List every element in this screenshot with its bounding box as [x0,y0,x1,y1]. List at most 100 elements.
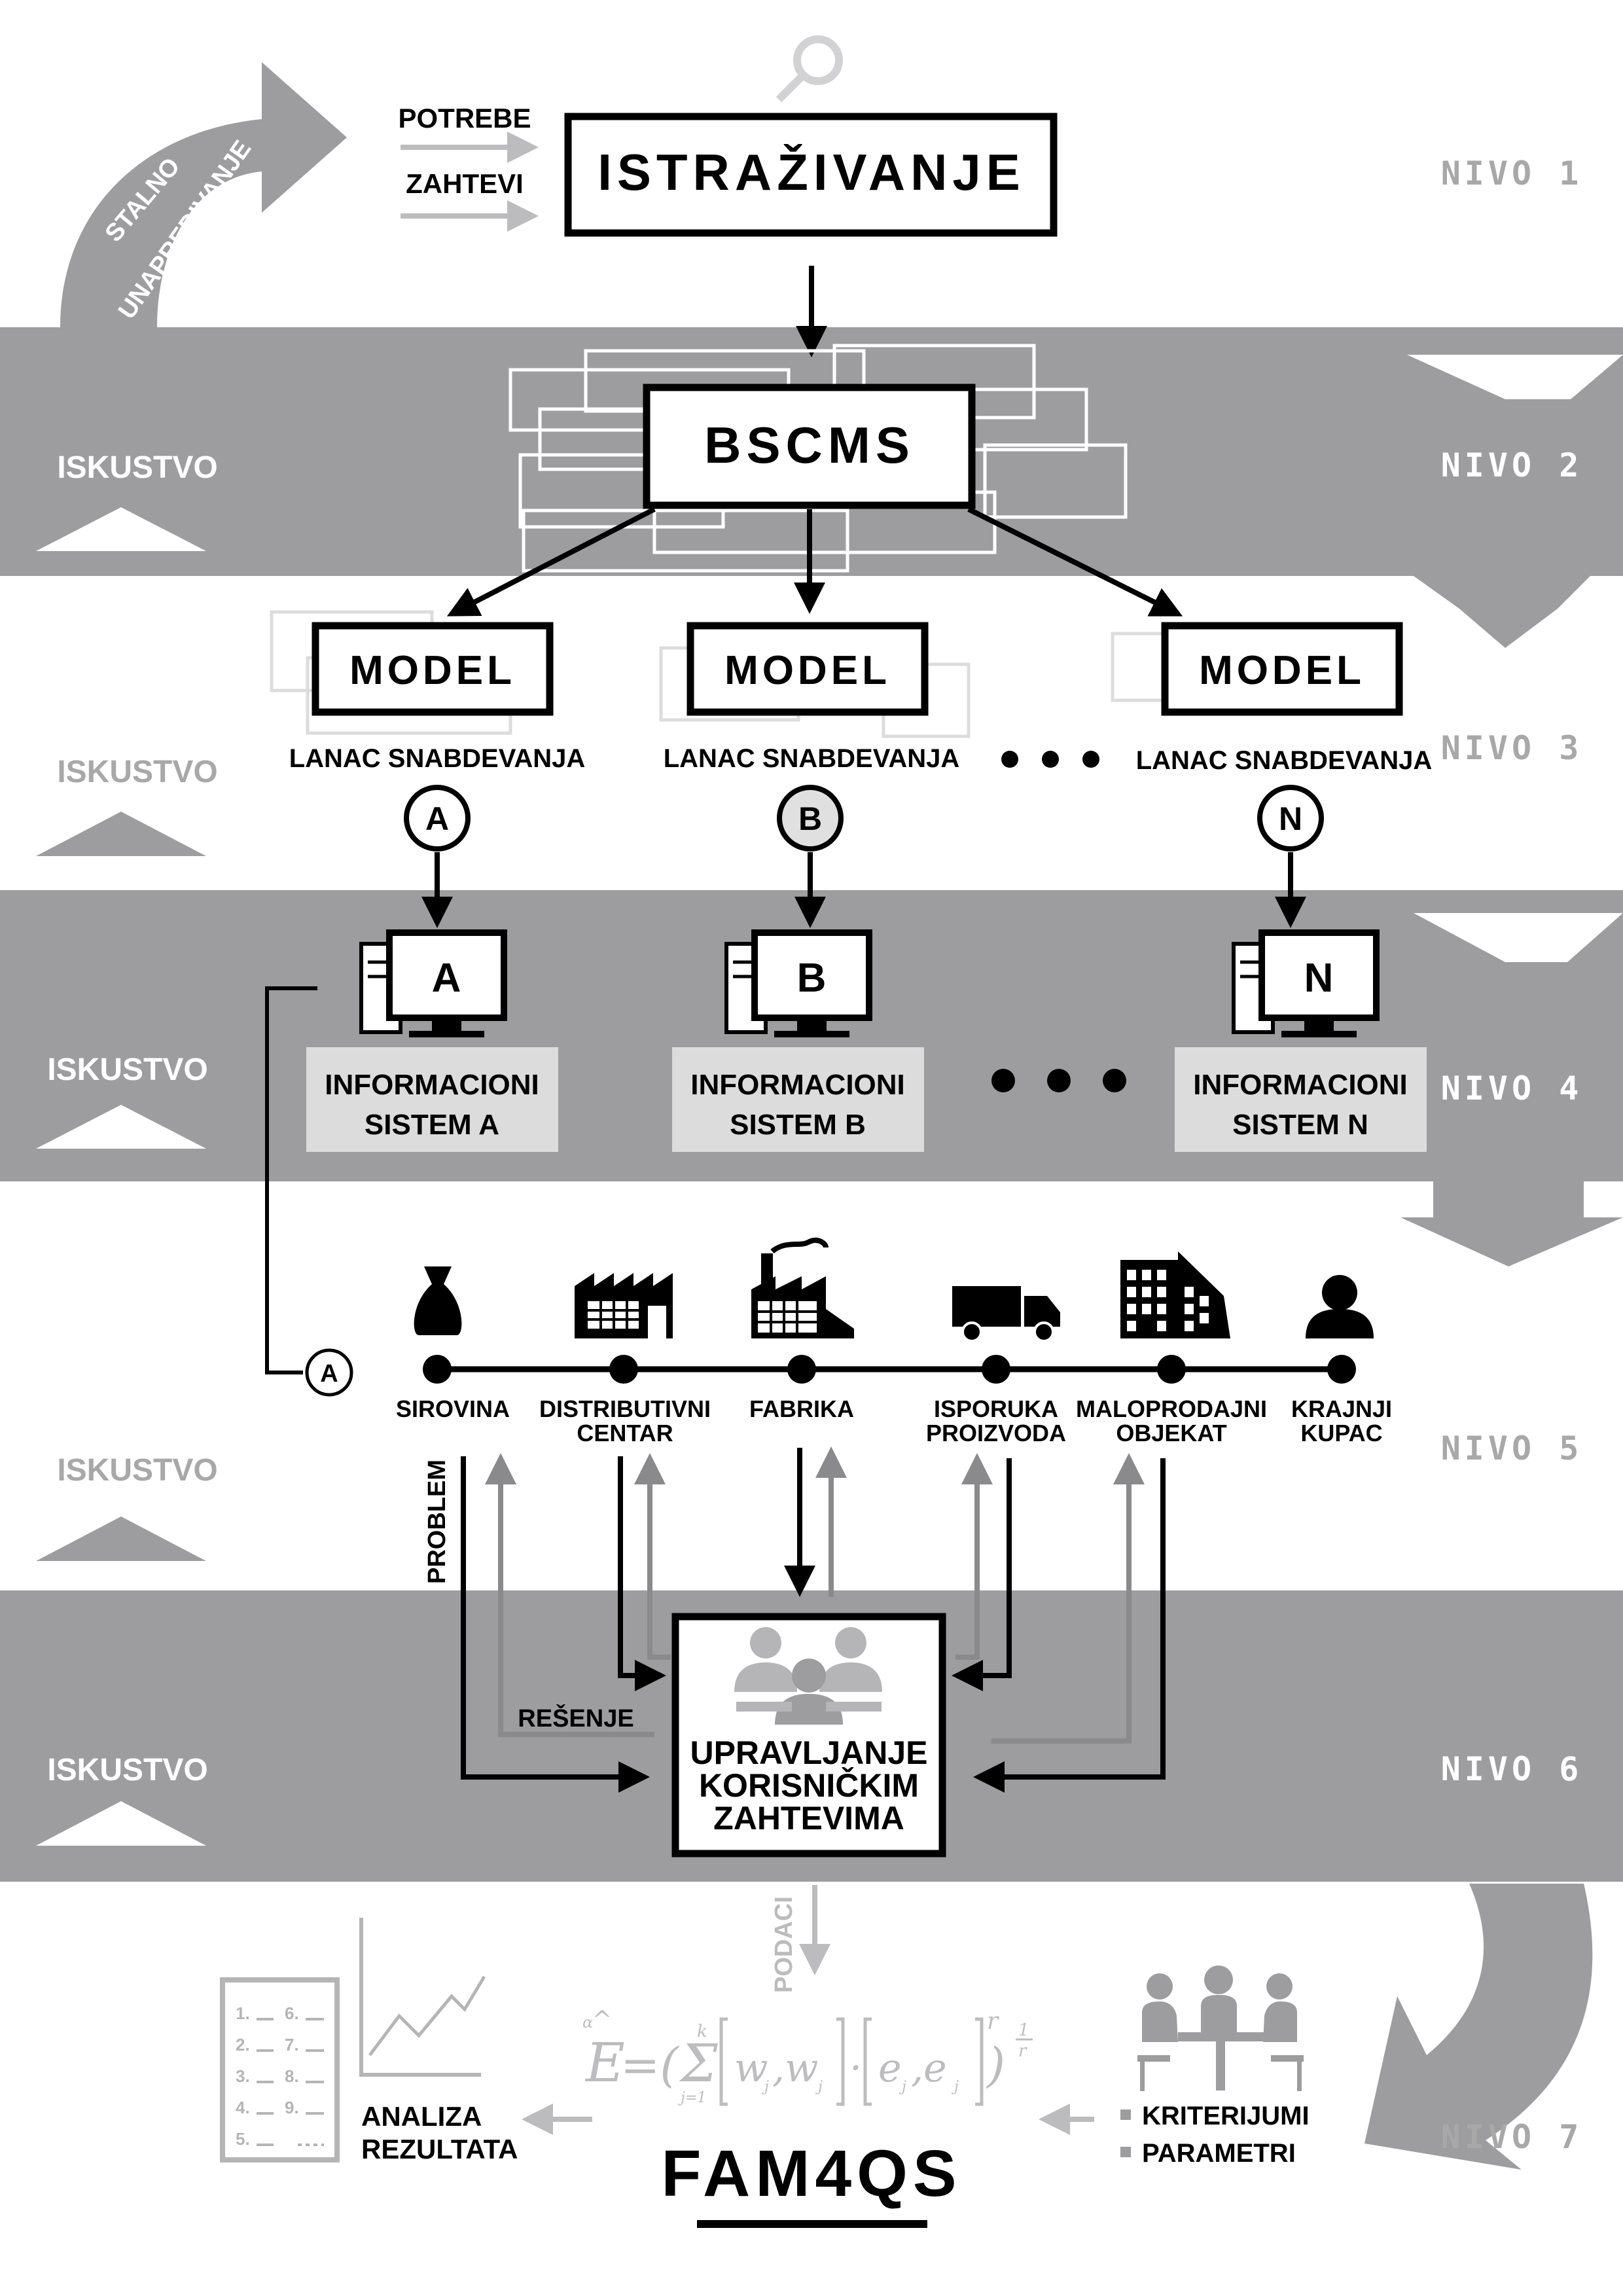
call-center-agents-icon [734,1627,882,1725]
info-system-line1: INFORMACIONI [690,1069,905,1101]
customer-person-icon [1306,1275,1374,1338]
needs-label: POTREBE [398,103,531,134]
chain-badge-b: B [777,785,844,852]
level-label-6: NIVO 6 [1441,1750,1583,1788]
chain-node-dot [1157,1355,1186,1384]
experience-label: ISKUSTVO [47,1052,207,1087]
info-system-a: INFORMACIONI SISTEM A [306,1047,558,1152]
requirements-label: ZAHTEVI [406,168,524,199]
up-chevron-icon [36,812,206,856]
svg-text:6.: 6. [285,2003,299,2023]
chain-node-dot [609,1355,638,1384]
bottom-right-curved-arrow [1364,1884,1593,2170]
svg-text:j=1: j=1 [677,2090,706,2106]
svg-text:,w: ,w [772,2045,818,2091]
chain-badge-letter: B [798,800,822,837]
chain-label-line1: MALOPRODAJNI [1076,1395,1267,1422]
info-system-line1: INFORMACIONI [325,1069,539,1101]
svg-text:^: ^ [592,2007,612,2034]
chain-badge-letter: A [425,800,449,837]
criteria-bullet [1120,2109,1131,2120]
parameters-label: PARAMETRI [1142,2139,1296,2168]
data-label: PODACI [770,1896,798,1993]
crm-title-line3: ZAHTEVIMA [713,1800,904,1837]
down-chevron-icon [1400,1181,1623,1266]
crm-box [671,1613,946,1857]
retail-building-icon [1120,1251,1230,1338]
computer-icon-a: A [359,929,507,1037]
info-system-b: INFORMACIONI SISTEM B [672,1047,924,1152]
ellipsis-dots-level-3 [1001,751,1099,768]
chain-node-dot [982,1355,1010,1384]
up-chevrons [36,507,206,1846]
system-a-to-chain-connector [265,986,317,1374]
svg-text:4.: 4. [236,2098,250,2117]
svg-text:Σ: Σ [679,2033,718,2094]
svg-text:2.: 2. [236,2035,250,2054]
solution-label: REŠENJE [518,1703,633,1732]
crm-title-line1: UPRAVLJANJE [690,1734,927,1771]
level-label-2: NIVO 2 [1441,446,1583,484]
bscms-to-model-a-arrow [446,507,656,617]
svg-text:α: α [582,2013,593,2032]
fam4qs-formula: α ^ E =( Σ k j=1 w j ,w j · e j ,e j ) r… [582,2007,1033,2106]
supply-chain-nodes [423,1355,1356,1384]
chain-label-line1: KRAJNJI [1291,1395,1392,1422]
experience-label: ISKUSTVO [57,450,217,485]
model-a: MODEL [312,622,554,716]
supply-chain-label-a: LANAC SNABDEVANJA [289,744,586,773]
chain-label-line1: SIROVINA [396,1395,510,1422]
computer-letter: N [1304,956,1334,1001]
svg-text:k: k [697,2022,707,2041]
chain-labels: SIROVINA DISTRIBUTIVNI CENTAR FABRIKA IS… [396,1395,1392,1446]
chain-badge-letter: N [1279,800,1302,837]
svg-text:E: E [584,2032,625,2094]
parameters-bullet [1120,2147,1131,2157]
experience-labels: ISKUSTVO ISKUSTVO ISKUSTVO ISKUSTVO ISKU… [47,450,217,1787]
chain-node-dot [787,1355,816,1384]
numbered-list-document-icon: 1.2.3.4.5. 6.7.8.9. [220,1977,340,2162]
svg-text:r: r [1018,2041,1027,2061]
research-box [564,113,1058,237]
computer-letter: A [432,956,461,1001]
computer-letter: B [797,956,827,1001]
chain-node-dot [423,1355,452,1384]
chain-node-dot [1327,1355,1356,1384]
down-chevron-icon [1414,576,1590,648]
svg-text:7.: 7. [285,2035,299,2054]
experience-label: ISKUSTVO [57,1453,217,1488]
chain-label-line1: ISPORUKA [934,1395,1058,1422]
info-system-line1: INFORMACIONI [1193,1069,1408,1101]
up-chevron-icon [36,1516,206,1561]
model-b: MODEL [687,622,929,716]
meeting-people-icon [1137,1965,1304,2091]
criteria-label: KRITERIJUMI [1142,2102,1310,2130]
model-title: MODEL [724,648,891,693]
computer-icon-n: N [1232,929,1380,1037]
level-label-3: NIVO 3 [1441,729,1583,767]
solution-arrow-delivery [955,1453,993,1660]
svg-text:1: 1 [1018,2020,1029,2040]
svg-text:j: j [951,2079,959,2095]
chain-label-line2: KUPAC [1300,1420,1382,1446]
bscms-title: BSCMS [704,416,915,474]
chain-ref-letter: A [320,1360,338,1388]
svg-text:w: w [734,2045,768,2091]
svg-text:·: · [849,2045,862,2091]
svg-text:,e: ,e [911,2045,947,2091]
info-system-line2: SISTEM B [730,1109,866,1141]
level-label-4: NIVO 4 [1441,1069,1583,1107]
model-title: MODEL [1199,648,1365,693]
model-box [1161,622,1403,716]
level-label-1: NIVO 1 [1441,154,1583,192]
up-chevron-icon [36,1105,206,1149]
svg-text:e: e [878,2045,902,2091]
ellipsis-dots-level-4 [991,1069,1126,1092]
problem-label: PROBLEM [423,1460,451,1584]
supply-chain-label-n: LANAC SNABDEVANJA [1136,746,1433,775]
distribution-warehouse-icon [575,1273,673,1338]
svg-text:5.: 5. [236,2129,250,2149]
info-system-n: INFORMACIONI SISTEM N [1175,1047,1427,1152]
chain-label-line2: CENTAR [577,1420,673,1446]
